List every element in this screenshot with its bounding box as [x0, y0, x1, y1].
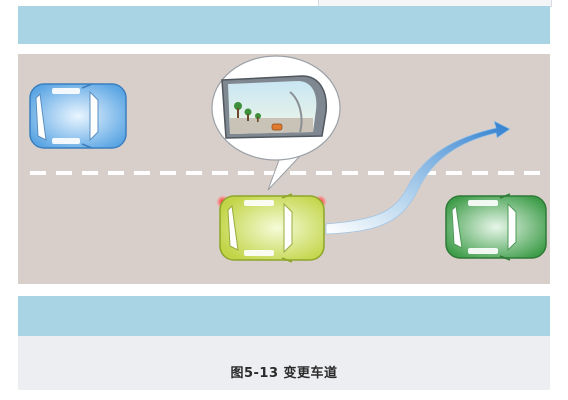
blue-car [29, 83, 127, 149]
scene-bottom-area [18, 336, 550, 390]
yellow-car [216, 193, 327, 263]
green-car [445, 193, 547, 261]
roadside-top [18, 6, 550, 44]
mirror-callout [211, 55, 341, 191]
roadside-bottom [18, 296, 550, 336]
side-mirror-icon [221, 75, 328, 139]
curb-top [18, 44, 550, 54]
turn-arrow-icon [325, 120, 511, 235]
curb-bottom [18, 284, 550, 296]
figure-caption: 图5-13 变更车道 [230, 366, 338, 381]
